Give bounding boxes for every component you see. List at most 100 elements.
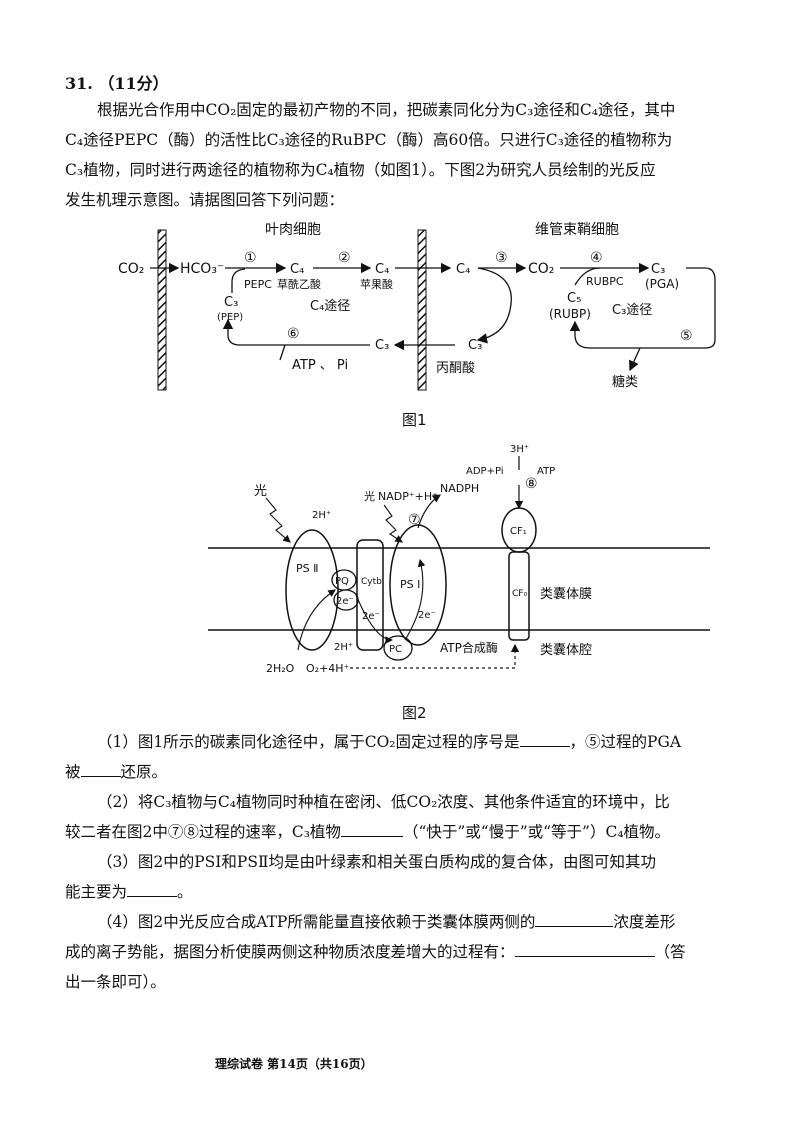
light-1: 光 [254,484,267,499]
subq2-blank[interactable] [340,820,403,837]
cell-wall-left [157,229,167,391]
lumen-label: 类囊体腔 [540,642,592,658]
label-bundle-sheath: 维管束鞘细胞 [535,222,619,238]
figure1-diagram: 叶肉细胞 维管束鞘细胞 CO₂ HCO₃⁻ ① C₄ PEPC 草酰乙酸 ② C… [118,222,716,429]
subq1-text-c: 被 [65,763,81,781]
pep: (PEP) [217,312,243,323]
ps2-label: PS Ⅱ [296,562,319,575]
subq4-text-a: （4）图2中光反应合成ATP所需能量直接依赖于类囊体膜两侧的 [97,913,536,931]
step-6: ⑥ [287,326,300,342]
malate: 苹果酸 [360,277,393,291]
pq-label: PQ [335,576,349,587]
cytb [356,539,384,651]
c3-path: C₃途径 [612,302,652,318]
h3: 3H⁺ [510,444,529,455]
subq1-line2: 被 还原。 [65,757,755,787]
intro-line-2: C₄途径PEPC（酶）的活性比C₃途径的RuBPC（酶）高60倍。只进行C₃途径… [65,131,673,149]
question-number: 31. （11分） [65,74,169,93]
subq3-blank[interactable] [127,880,178,897]
nadph: NADPH [440,482,479,495]
ps1-complex [389,524,447,646]
step-5: ⑤ [680,328,693,344]
rubp: (RUBP) [549,307,591,321]
subq1-text-d: 还原。 [120,763,168,781]
subq4-line3: 出一条即可）。 [65,973,166,991]
subq1-line1: （1）图1所示的碳素同化途径中，属于CO₂固定过程的序号是 ，⑤过程的PGA [65,727,755,757]
subq1-blank-1[interactable] [519,730,570,747]
subq4-blank-2[interactable] [514,940,655,957]
co2-left: CO₂ [118,261,144,277]
num-7: ⑦ [408,512,421,528]
cf0-label: CF₀ [512,589,527,599]
subq4-blank-1[interactable] [535,910,614,927]
intro-line-3: C₃植物，同时进行两途径的植物称为C₄植物（如图1）。下图2为研究人员绘制的光反… [65,161,656,179]
subq3-text-c: 。 [177,883,193,901]
figure2-caption: 图2 [402,704,427,722]
cf0 [508,551,530,641]
subq4-text-b: 浓度差形 [613,913,676,931]
pepc: PEPC [244,278,272,291]
page-footer: 理综试卷 第14页（共16页） [215,1057,373,1071]
hco3: HCO₃⁻ [180,261,224,277]
subq1-text-a: （1）图1所示的碳素同化途径中，属于CO₂固定过程的序号是 [97,733,520,751]
c4-a: C₄ [290,262,304,277]
atp-synthase-label: ATP合成酶 [440,640,498,655]
intro-line-4: 发生机理示意图。请据图回答下列问题： [65,191,345,209]
pc-label: PC [389,644,402,655]
h-2h: 2H⁺ [312,510,331,521]
pc [383,635,413,661]
h2o: 2H₂O [266,662,295,675]
subq3-text-b: 能主要为 [65,883,128,901]
pga: (PGA) [645,277,679,291]
subq4-text-d: （答 [654,943,686,961]
subq2-text-c: （“快于”或“慢于”或“等于”）C₄植物。 [402,823,671,841]
cell-wall-middle [417,229,427,391]
step-1: ① [244,250,257,266]
step-2: ② [338,250,351,266]
e2: 2e⁻ [362,611,380,622]
e3: 2e⁻ [418,610,436,621]
membrane-label: 类囊体膜 [540,586,592,602]
subq1-text-b: ，⑤过程的PGA [569,733,682,751]
o2: O₂+4H⁺ [306,662,350,675]
rubpc: RUBPC [586,275,624,288]
cytb-label: Cytb [361,577,382,587]
cf1-label: CF₁ [510,526,527,537]
label-mesophyll: 叶肉细胞 [265,222,321,238]
co2-right: CO₂ [528,261,554,277]
ps1-label: PS Ⅰ [400,578,420,591]
subq4-line1: （4）图2中光反应合成ATP所需能量直接依赖于类囊体膜两侧的 浓度差形 [65,907,755,937]
subq3-line1: （3）图2中的PSⅠ和PSⅡ均是由叶绿素和相关蛋白质构成的复合体，由图可知其功 [97,853,656,871]
atp: ATP [537,466,555,477]
c3-right: C₃ [468,338,482,353]
ps2-complex [285,529,339,651]
light-2: 光 [364,489,375,503]
adp: ADP+Pi [466,466,504,477]
c4-b: C₄ [375,262,389,277]
c4-c: C₄ [456,262,470,277]
h-lower: 2H⁺ [334,642,353,653]
step-3: ③ [495,250,508,266]
step-4: ④ [590,250,603,266]
figure2-diagram: 类囊体膜 类囊体腔 PS Ⅱ PQ 2e⁻ Cytb 2e⁻ PS Ⅰ 2e⁻ … [208,444,710,722]
subq2-line2: 较二者在图2中⑦⑧过程的速率，C₃植物 （“快于”或“慢于”或“等于”）C₄植物。 [65,817,755,847]
c4-path: C₄途径 [310,298,350,314]
c5: C₅ [567,291,581,306]
e1: 2e⁻ [336,596,354,607]
subq2-text-b: 较二者在图2中⑦⑧过程的速率，C₃植物 [65,823,341,841]
c3-mid: C₃ [375,338,389,353]
subq4-text-c: 成的离子势能，据图分析使膜两侧这种物质浓度差增大的过程有： [65,943,515,961]
subq2-line1: （2）将C₃植物与C₄植物同时种植在密闭、低CO₂浓度、其他条件适宜的环境中，比 [97,793,670,811]
c3-pep: C₃ [224,295,238,310]
nadp: NADP⁺+H⁺ [378,490,438,503]
atp-pi: ATP 、 Pi [292,358,348,373]
c3-pga: C₃ [651,262,665,277]
figure1-caption: 图1 [402,411,427,429]
num-8: ⑧ [525,476,538,492]
intro-line-1: 根据光合作用中CO₂固定的最初产物的不同，把碳素同化分为C₃途径和C₄途径，其中 [97,101,676,119]
subq3-line2: 能主要为 。 [65,877,755,907]
oxaloacetate: 草酰乙酸 [277,277,321,291]
pyruvate: 丙酮酸 [436,361,475,376]
subq4-line2: 成的离子势能，据图分析使膜两侧这种物质浓度差增大的过程有： （答 [65,937,755,967]
subq1-blank-2[interactable] [80,760,121,777]
